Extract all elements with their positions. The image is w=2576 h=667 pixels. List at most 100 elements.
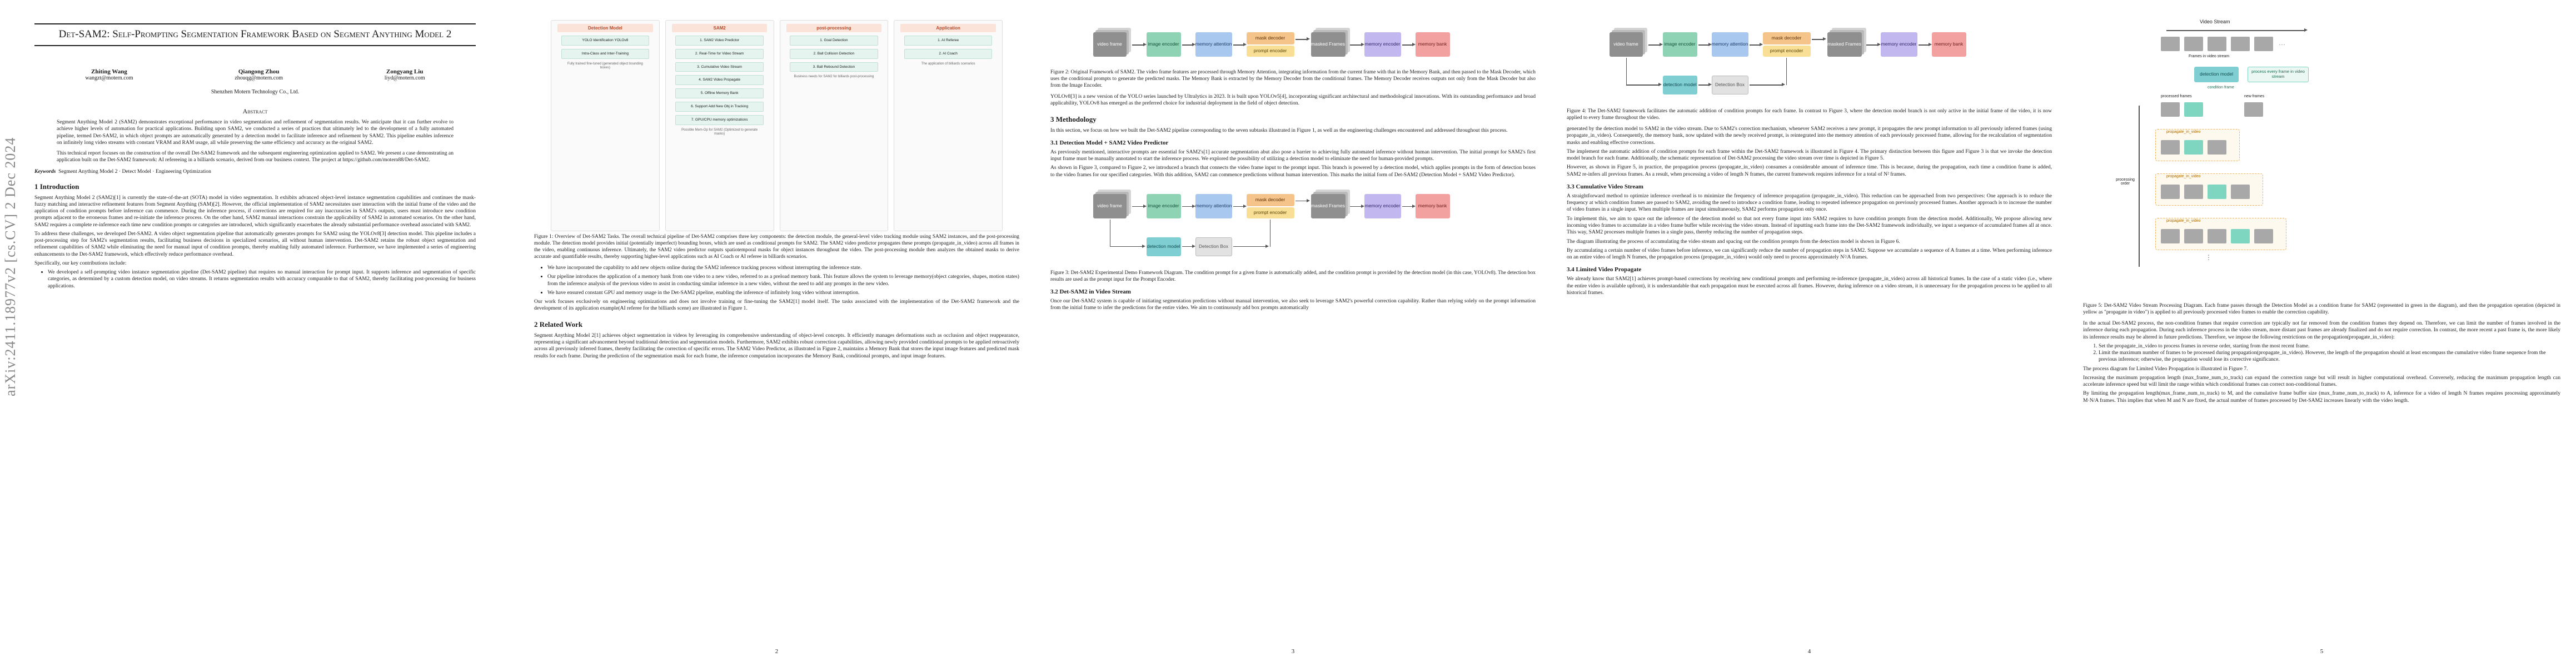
figure-note: Possible Mem-Op for SAM2 (Optimized to g… — [681, 128, 758, 136]
frame — [2244, 102, 2263, 117]
arxiv-stamp: arXiv:2411.18977v2 [cs.CV] 2 Dec 2024 — [2, 137, 18, 397]
abstract-text: Segment Anything Model 2 (SAM2) demonstr… — [57, 118, 454, 146]
flow-arrow — [1749, 43, 1763, 46]
affiliation: Shenzhen Motern Technology Co., Ltd. — [211, 88, 300, 95]
paragraph: As previously mentioned, interactive pro… — [1050, 148, 1536, 162]
figure-1-task-overview: Detection Model YOLO Identification YOLO… — [551, 20, 1003, 231]
figure-item: 1. Goal Detection — [790, 36, 878, 46]
page-1: arXiv:2411.18977v2 [cs.CV] 2 Dec 2024 De… — [0, 0, 500, 667]
frame — [2184, 229, 2203, 243]
figure-4-caption: Figure 4: The Det-SAM2 framework facilit… — [1567, 108, 2052, 121]
flow-arrow — [1811, 37, 1826, 41]
paragraph: generated by the detection model to SAM2… — [1567, 126, 2052, 146]
ellipsis: ⋮ — [2205, 253, 2212, 261]
figure-column-head: Application — [900, 24, 996, 32]
figure-1-caption: Figure 1: Overview of Det-SAM2 Tasks. Th… — [534, 234, 1019, 260]
figure-4-per-frame-prompts: video frame image encoder memory attenti… — [1609, 22, 2010, 106]
flow-arrow — [1182, 43, 1195, 46]
page-number: 5 — [2320, 648, 2324, 655]
page-number: 4 — [1807, 648, 1811, 655]
video-stream-label: Video Stream — [2200, 19, 2230, 24]
figure-item: 3. Ball Rebound Detection — [790, 62, 878, 72]
figure-column-detection: Detection Model YOLO Identification YOLO… — [551, 20, 660, 231]
paragraph: Once our Det-SAM2 system is capable of i… — [1050, 298, 1536, 311]
contribution-list: We developed a self-prompting video inst… — [34, 269, 476, 290]
flow-arrow — [1182, 205, 1195, 208]
subsection-heading: 3.2 Det-SAM2 in Video Stream — [1050, 288, 1131, 296]
memory-attention-block: memory attention — [1195, 193, 1232, 218]
paragraph: Our work focuses exclusively on engineer… — [534, 298, 1019, 312]
figure-item: 1. SAM2 Video Predictor — [675, 36, 764, 46]
flow-arrow — [1295, 199, 1310, 202]
author-email[interactable]: wangzt@motern.com — [85, 74, 133, 81]
paragraph: To address these challenges, we develope… — [34, 230, 476, 257]
paragraph: Specifically, our key contributions incl… — [34, 260, 127, 266]
prompt-encoder-block: prompt encoder — [1762, 46, 1811, 57]
branch-line — [1786, 58, 1787, 85]
flow-arrow — [1182, 245, 1195, 248]
flow-arrow — [1866, 43, 1881, 46]
author-email[interactable]: liyd@motern.com — [384, 74, 425, 81]
figure-item: 1. AI Referee — [904, 36, 993, 46]
masked-frames-block: masked Frames — [1827, 32, 1862, 57]
paragraph: Increasing the maximum propagation lengt… — [2083, 374, 2560, 388]
paragraph: However, as shown in Figure 5, in practi… — [1567, 164, 2052, 177]
branch-line — [1626, 58, 1627, 84]
figure-5-video-stream: Video Stream … Frames in video stream de… — [2083, 11, 2560, 300]
condition-frame — [2231, 229, 2250, 243]
flow-arrow — [1109, 245, 1145, 248]
flow-arrow — [1233, 43, 1247, 46]
figure-column-head: SAM2 — [671, 24, 768, 32]
contribution-list: We have incorporated the capability to a… — [534, 265, 1019, 296]
figure-column-sam2: SAM2 1. SAM2 Video Predictor 2. Real-Tim… — [665, 20, 774, 231]
processing-order-axis — [2139, 106, 2140, 267]
paragraph: In this section, we focus on how we buil… — [1050, 127, 1508, 133]
condition-frame — [2184, 140, 2203, 155]
figure-column-head: Detection Model — [557, 24, 653, 32]
new-frames-label: new frames — [2244, 94, 2265, 98]
flow-arrow — [1402, 43, 1416, 46]
flow-arrow — [1132, 205, 1147, 208]
flow-arrow — [1295, 37, 1310, 41]
image-encoder-block: image encoder — [1146, 193, 1181, 218]
author-email[interactable]: zhouqg@motern.com — [235, 74, 283, 81]
detection-model-block: detection model — [1146, 237, 1181, 256]
image-encoder-block: image encoder — [1146, 32, 1181, 57]
paragraph: We already know that SAM2[1] achieves pr… — [1567, 276, 2052, 296]
figure-item: YOLO Identification YOLOv8 — [561, 36, 650, 46]
list-item: We have ensured constant GPU and memory … — [547, 290, 1019, 296]
figure-item: Intra-Class and Inter-Training — [561, 48, 650, 59]
figure-item: 2. AI Coach — [904, 48, 993, 59]
condition-frame — [2208, 185, 2226, 199]
frame — [2161, 140, 2180, 155]
figure-2-sam2-framework: video frame image encoder memory attenti… — [1093, 22, 1493, 67]
paragraph: In the actual Det-SAM2 process, the non-… — [2083, 320, 2560, 340]
memory-encoder-block: memory encoder — [1880, 32, 1917, 57]
flow-arrow — [1698, 43, 1712, 46]
processing-order-label: processing order — [2116, 178, 2135, 186]
figure-5-caption: Figure 5: Det-SAM2 Video Stream Processi… — [2083, 303, 2560, 316]
title-rule-bottom — [34, 44, 476, 46]
masked-frames-block: masked Frames — [1311, 32, 1346, 57]
figure-note: The application of billiards scenarios — [921, 62, 975, 66]
flow-arrow — [1626, 83, 1662, 86]
figure-3-det-sam2-demo: video frame image encoder memory attenti… — [1093, 184, 1493, 267]
memory-attention-block: memory attention — [1195, 32, 1232, 57]
memory-bank-block: memory bank — [1415, 32, 1450, 57]
paragraph: The process diagram for Limited Video Pr… — [2083, 365, 2248, 372]
paragraph: By limiting the propagation length(max_f… — [2083, 390, 2560, 404]
condition-frame — [2184, 102, 2203, 117]
memory-bank-block: memory bank — [1415, 193, 1450, 218]
flow-arrow — [1233, 205, 1247, 208]
subsection-heading: 3.1 Detection Model + SAM2 Video Predict… — [1050, 139, 1169, 146]
stream-frame — [2254, 37, 2273, 51]
figure-item: 4. SAM2 Video Propagate — [675, 75, 764, 86]
masked-frames-block: masked Frames — [1311, 193, 1346, 218]
subsection-heading: 3.3 Cumulative Video Stream — [1567, 183, 1643, 190]
propagate-label: propagate_in_video — [2166, 219, 2201, 223]
paragraph: Segment Anything Model 2 (SAM2)[1] is cu… — [34, 194, 476, 228]
restriction-list: Set the propagate_in_video to process fr… — [2083, 343, 2560, 364]
frame — [2231, 185, 2250, 199]
page-number: 3 — [1291, 648, 1295, 655]
